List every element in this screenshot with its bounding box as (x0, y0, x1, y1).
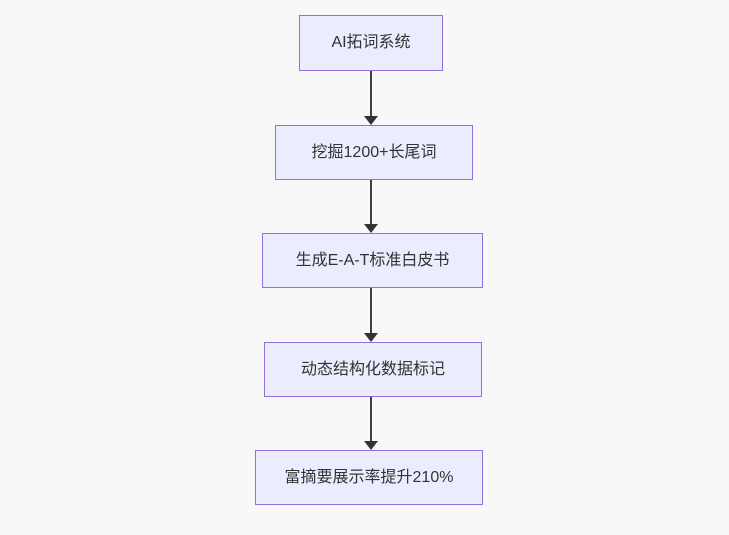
arrow-line (370, 71, 372, 116)
flow-node-label: AI拓词系统 (331, 34, 411, 52)
flow-node-label: 生成E-A-T标准白皮书 (295, 251, 450, 269)
arrow-line (370, 180, 372, 224)
flow-node-label: 动态结构化数据标记 (300, 360, 445, 378)
flow-node-rich-snippet-result: 富摘要展示率提升210% (255, 450, 483, 505)
flow-arrow-3 (364, 288, 378, 342)
flow-node-label: 富摘要展示率提升210% (284, 468, 454, 486)
flow-arrow-1 (364, 71, 378, 125)
flow-arrow-4 (364, 397, 378, 450)
flow-node-eat-whitepaper: 生成E-A-T标准白皮书 (262, 233, 483, 288)
arrow-line (370, 397, 372, 441)
arrowhead-down-icon (364, 441, 378, 450)
flow-node-label: 挖掘1200+长尾词 (311, 143, 437, 161)
arrow-line (370, 288, 372, 333)
arrowhead-down-icon (364, 333, 378, 342)
arrowhead-down-icon (364, 224, 378, 233)
flow-node-longtail-mining: 挖掘1200+长尾词 (275, 125, 473, 180)
flow-arrow-2 (364, 180, 378, 233)
arrowhead-down-icon (364, 116, 378, 125)
flow-node-ai-keyword-system: AI拓词系统 (299, 15, 443, 71)
flow-node-structured-data-markup: 动态结构化数据标记 (264, 342, 482, 397)
